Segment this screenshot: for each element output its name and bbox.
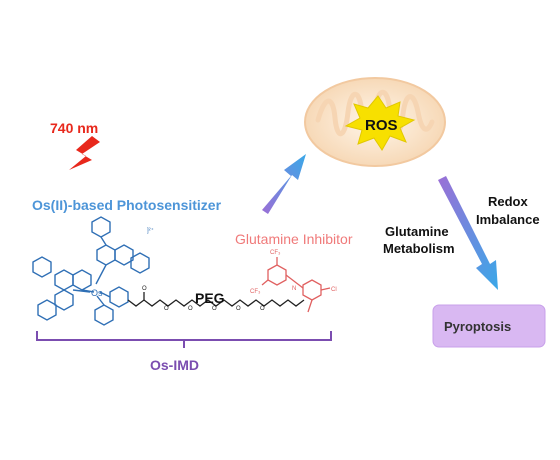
- ros-burst-icon: [344, 95, 416, 151]
- arrow-to-pyroptosis: [438, 176, 498, 290]
- inhibitor-structure: [261, 257, 331, 313]
- svg-text:O: O: [188, 306, 193, 312]
- charge-symbol: ]²⁺: [147, 227, 154, 234]
- pyroptosis-box: [432, 304, 546, 348]
- os-complex-structure: [32, 216, 150, 326]
- svg-text:O: O: [260, 306, 265, 312]
- svg-text:Cl: Cl: [331, 287, 337, 293]
- svg-text:O: O: [236, 306, 241, 312]
- redox-label-line1: Redox: [488, 194, 528, 209]
- wavelength-label: 740 nm: [50, 120, 99, 136]
- glutamine-label-line2: Metabolism: [383, 241, 455, 256]
- glutamine-label-line1: Glutamine: [385, 224, 449, 239]
- ros-label: ROS: [365, 117, 398, 134]
- photosensitizer-label: Os(II)-based Photosensitizer: [32, 197, 222, 213]
- svg-text:CF₃: CF₃: [250, 289, 261, 295]
- pyroptosis-label: Pyroptosis: [444, 319, 512, 334]
- svg-text:CF₃: CF₃: [270, 250, 281, 256]
- os-imd-label: Os-IMD: [150, 357, 199, 373]
- svg-text:N: N: [292, 286, 296, 292]
- redox-label-line2: Imbalance: [476, 212, 540, 227]
- arrow-to-mitochondrion: [262, 154, 306, 214]
- svg-text:O: O: [142, 286, 147, 292]
- os-center-symbol: Os: [91, 288, 103, 298]
- inhibitor-atom-labels: CF₃ CF₃ Cl N: [250, 250, 337, 295]
- lightning-icon: [69, 136, 100, 170]
- peg-oxygen-atoms: O O O O O O: [142, 286, 265, 312]
- inhibitor-label: Glutamine Inhibitor: [235, 231, 353, 247]
- peg-label: PEG: [195, 290, 225, 306]
- svg-text:O: O: [212, 306, 217, 312]
- os-imd-bracket: [36, 331, 332, 341]
- peg-chain-structure: [127, 292, 305, 307]
- svg-text:O: O: [164, 306, 169, 312]
